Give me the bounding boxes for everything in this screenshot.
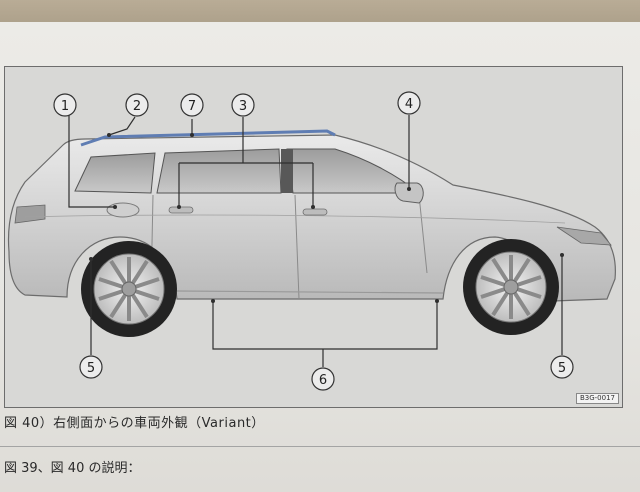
callout-4: 4 [397,91,421,115]
svg-text:1: 1 [61,99,69,114]
svg-text:2: 2 [133,99,141,114]
divider [0,446,640,447]
car-illustration: 1 2 7 3 4 5 6 5 [7,91,616,391]
callout-1: 1 [53,93,77,117]
callout-6: 6 [311,367,335,391]
description-heading: 図 39、図 40 の説明： [4,461,141,476]
roof-rail [80,129,336,147]
figure-code: B3G-0017 [575,393,619,404]
callout-5-front: 5 [550,355,574,379]
callout-2: 2 [125,93,149,117]
fuel-filler-flap [106,202,140,218]
front-wheel [463,239,559,335]
tail-light [14,204,46,224]
svg-text:5: 5 [558,361,566,376]
rear-wheel [81,241,177,337]
door-handle-rear [168,206,194,214]
callout-3: 3 [231,93,255,117]
figure-40: 1 2 7 3 4 5 6 5 B3G-0017 [4,66,623,408]
svg-text:4: 4 [405,97,413,112]
svg-text:7: 7 [188,99,196,114]
rear-door-window [156,148,282,194]
headlight [556,226,612,246]
svg-text:5: 5 [87,361,95,376]
rear-side-window [74,152,156,194]
callout-7: 7 [180,93,204,117]
svg-text:3: 3 [239,99,247,114]
side-mirror [394,182,424,204]
svg-text:6: 6 [319,373,327,388]
door-handle-front [302,208,328,216]
callout-5-rear: 5 [79,355,103,379]
figure-caption: 図 40）右側面からの車両外観（Variant） [4,416,265,431]
